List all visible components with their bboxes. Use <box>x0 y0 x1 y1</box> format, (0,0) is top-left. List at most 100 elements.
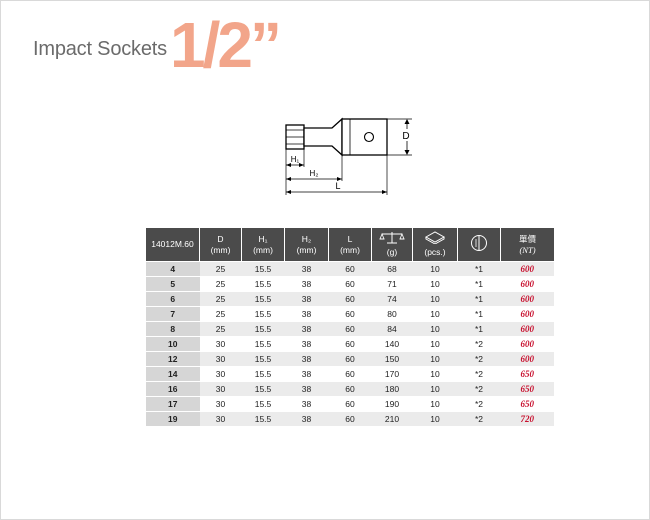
cell-h1: 15.5 <box>241 336 285 352</box>
cell-d: 30 <box>199 381 242 397</box>
cell-h1: 15.5 <box>241 291 285 307</box>
cell-pcs: 10 <box>412 321 458 337</box>
cell-h2: 38 <box>284 336 329 352</box>
cell-d: 30 <box>199 411 242 426</box>
col-weight-unit: (g) <box>386 247 398 257</box>
cell-h1: 15.5 <box>241 351 285 367</box>
cell-l: 60 <box>328 366 372 382</box>
cell-mark: *1 <box>457 261 501 277</box>
cell-mark: *1 <box>457 306 501 322</box>
cell-d: 25 <box>199 261 242 277</box>
cell-pcs: 10 <box>412 306 458 322</box>
cell-h2: 38 <box>284 411 329 426</box>
cell-l: 60 <box>328 351 372 367</box>
cell-mark: *2 <box>457 351 501 367</box>
cell-l: 60 <box>328 291 372 307</box>
cell-g: 71 <box>371 276 413 292</box>
cell-g: 210 <box>371 411 413 426</box>
col-d: D(mm) <box>199 228 242 262</box>
cell-h2: 38 <box>284 321 329 337</box>
cell-d: 25 <box>199 276 242 292</box>
cell-d: 30 <box>199 336 242 352</box>
cell-price: 600 <box>500 276 554 292</box>
bit-icon <box>471 235 487 251</box>
cell-h1: 15.5 <box>241 366 285 382</box>
col-mark <box>457 228 501 262</box>
col-h2-label: H₂ <box>301 233 312 244</box>
cell-pcs: 10 <box>412 291 458 307</box>
cell-price: 600 <box>500 351 554 367</box>
cell-price: 600 <box>500 291 554 307</box>
cell-pcs: 10 <box>412 396 458 412</box>
cell-g: 68 <box>371 261 413 277</box>
cell-d: 30 <box>199 351 242 367</box>
box-icon <box>424 231 446 245</box>
cell-pcs: 10 <box>412 366 458 382</box>
spec-table: 14012M.60 D(mm) H₁(mm) H₂(mm) L(mm) (g) <box>146 228 554 426</box>
cell-pcs: 10 <box>412 381 458 397</box>
col-h2-unit: (mm) <box>296 244 317 255</box>
col-d-label: D <box>217 233 224 244</box>
col-price-unit: (NT) <box>519 244 536 255</box>
col-d-unit: (mm) <box>210 244 231 255</box>
cell-mark: *2 <box>457 366 501 382</box>
cell-g: 180 <box>371 381 413 397</box>
cell-h1: 15.5 <box>241 411 285 426</box>
cell-g: 84 <box>371 321 413 337</box>
cell-l: 60 <box>328 411 372 426</box>
cell-h2: 38 <box>284 276 329 292</box>
cell-g: 170 <box>371 366 413 382</box>
col-l: L(mm) <box>328 228 372 262</box>
cell-size: 6 <box>146 291 200 307</box>
cell-price: 650 <box>500 366 554 382</box>
cell-g: 140 <box>371 336 413 352</box>
cell-size: 7 <box>146 306 200 322</box>
cell-h2: 38 <box>284 396 329 412</box>
cell-l: 60 <box>328 381 372 397</box>
cell-size: 4 <box>146 261 200 277</box>
cell-h2: 38 <box>284 306 329 322</box>
cell-l: 60 <box>328 261 372 277</box>
cell-pcs: 10 <box>412 276 458 292</box>
cell-d: 25 <box>199 291 242 307</box>
dim-d-label: D <box>402 131 409 142</box>
cell-pcs: 10 <box>412 411 458 426</box>
cell-price: 650 <box>500 381 554 397</box>
dim-l-label: L <box>335 181 340 191</box>
col-pcs-unit: (pcs.) <box>424 247 446 257</box>
cell-size: 5 <box>146 276 200 292</box>
cell-l: 60 <box>328 306 372 322</box>
cell-price: 650 <box>500 396 554 412</box>
cell-size: 14 <box>146 366 200 382</box>
cell-h1: 15.5 <box>241 306 285 322</box>
cell-d: 30 <box>199 396 242 412</box>
cell-l: 60 <box>328 336 372 352</box>
cell-mark: *2 <box>457 336 501 352</box>
cell-size: 8 <box>146 321 200 337</box>
col-h1-label: H₁ <box>258 233 268 244</box>
cell-h2: 38 <box>284 261 329 277</box>
cell-price: 600 <box>500 306 554 322</box>
cell-h2: 38 <box>284 351 329 367</box>
cell-h2: 38 <box>284 291 329 307</box>
cell-h1: 15.5 <box>241 396 285 412</box>
cell-price: 600 <box>500 261 554 277</box>
cell-size: 12 <box>146 351 200 367</box>
col-price-label: 單價 <box>518 233 536 244</box>
cell-h1: 15.5 <box>241 321 285 337</box>
cell-h1: 15.5 <box>241 261 285 277</box>
cell-size: 16 <box>146 381 200 397</box>
col-h1-unit: (mm) <box>253 244 273 255</box>
col-weight: (g) <box>371 228 413 262</box>
cell-d: 25 <box>199 306 242 322</box>
cell-h2: 38 <box>284 381 329 397</box>
scale-icon <box>379 232 405 244</box>
col-pcs: (pcs.) <box>412 228 458 262</box>
